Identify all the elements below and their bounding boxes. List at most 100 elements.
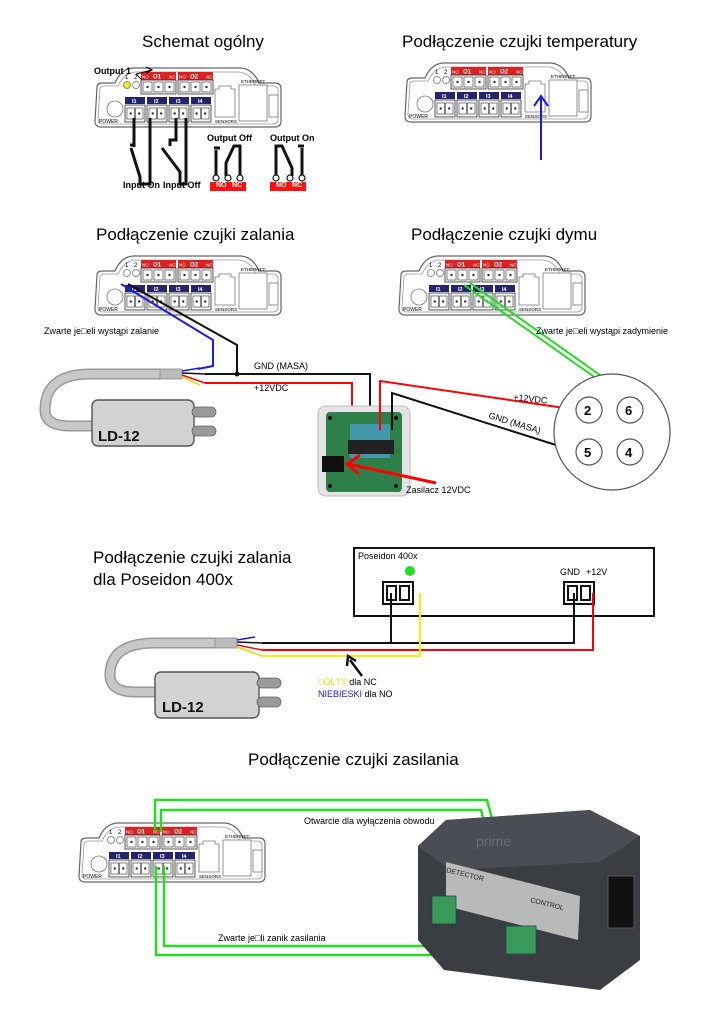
status-led bbox=[132, 269, 140, 277]
terminal-screw bbox=[173, 112, 176, 115]
output-nc-label: NC bbox=[479, 70, 486, 75]
relay-output-off bbox=[214, 144, 242, 176]
poseidon-device-label: Poseidon 400x bbox=[358, 551, 418, 561]
input-name: I2 bbox=[154, 287, 159, 293]
relay-output-on-nonc-bar bbox=[270, 182, 306, 191]
input-name: I2 bbox=[458, 287, 463, 293]
status-led bbox=[433, 76, 441, 84]
terminal-screw bbox=[433, 300, 436, 303]
output-nc-label: NC bbox=[206, 263, 213, 268]
output-name: O1 bbox=[137, 830, 146, 836]
output-name: O2 bbox=[190, 75, 199, 81]
output-on-label: Output On bbox=[270, 133, 315, 143]
led-label: 2 bbox=[118, 830, 122, 836]
terminal-screw bbox=[195, 112, 198, 115]
led-label: 2 bbox=[134, 263, 138, 269]
yellow-suffix: dla NC bbox=[346, 677, 377, 687]
sensors-label: SENSORS bbox=[199, 874, 221, 879]
power-button-icon bbox=[106, 288, 124, 306]
terminal-screw bbox=[144, 867, 147, 870]
input-name: I1 bbox=[436, 287, 441, 293]
output1-label: Output 1 bbox=[94, 66, 131, 76]
relay-on-nc-label: NC bbox=[292, 182, 303, 189]
input-header bbox=[429, 285, 449, 292]
input-header bbox=[495, 285, 515, 292]
flood-wires-to-device bbox=[120, 283, 238, 374]
sensors-label: SENSORS bbox=[215, 119, 237, 124]
input-header bbox=[457, 92, 477, 99]
terminal-screw bbox=[146, 85, 149, 89]
output-header bbox=[451, 67, 486, 75]
relay-output-off-nonc-bar bbox=[210, 182, 246, 191]
smoke-detector-connector bbox=[553, 373, 671, 491]
output-no-label: NO bbox=[142, 263, 149, 268]
terminal-screw bbox=[515, 80, 518, 84]
section-title-poseidon: Podłączenie czujki zalania dla Poseidon … bbox=[93, 547, 291, 591]
terminal-screw bbox=[439, 107, 442, 110]
terminal-screw bbox=[146, 273, 149, 277]
sensors-port bbox=[198, 840, 220, 873]
input-header bbox=[125, 97, 145, 104]
output-header bbox=[445, 260, 480, 268]
usb-port bbox=[252, 849, 263, 873]
input-header bbox=[175, 852, 195, 859]
ethernet-port bbox=[238, 84, 268, 122]
relay-output-off-terminals bbox=[212, 174, 244, 182]
input-header bbox=[501, 92, 521, 99]
section-title-smoke: Podłączenie czujki dymu bbox=[411, 225, 598, 244]
output-nc-label: NC bbox=[190, 830, 197, 835]
input-name: I1 bbox=[116, 854, 121, 860]
output-header bbox=[162, 827, 197, 835]
output-name: O1 bbox=[153, 263, 162, 269]
blue-suffix: dla NO bbox=[362, 689, 393, 699]
terminal-screw bbox=[130, 840, 133, 844]
input-name: I3 bbox=[176, 287, 181, 293]
panel-inner-outline bbox=[401, 259, 583, 313]
terminal-screw bbox=[183, 273, 186, 277]
relay-off-nc-label: NC bbox=[232, 182, 243, 189]
section-title-poseidon-line1: Podłączenie czujki zalania bbox=[93, 548, 292, 567]
poseidon-v12-label: +12V bbox=[586, 567, 608, 577]
terminal-screw bbox=[455, 300, 458, 303]
terminal-screw bbox=[151, 112, 154, 115]
output-header bbox=[488, 67, 523, 75]
input-header bbox=[153, 852, 173, 859]
output-nc-label: NC bbox=[169, 75, 176, 80]
input-name: I2 bbox=[154, 99, 159, 105]
input-name: I1 bbox=[442, 94, 447, 100]
input-header bbox=[191, 97, 211, 104]
input-name: I4 bbox=[198, 287, 204, 293]
status-led bbox=[116, 836, 124, 844]
flood-shorted-label: Zwarte je□eli wystąpi zalanie bbox=[44, 326, 159, 336]
terminal-screw bbox=[195, 300, 198, 303]
output-no-label: NO bbox=[446, 263, 453, 268]
smoke-pin-2: 2 bbox=[584, 403, 591, 418]
sensors-label: SENSORS bbox=[215, 307, 237, 312]
poseidon-gnd-label: GND bbox=[560, 567, 580, 577]
section-title-poseidon-line2: dla Poseidon 400x bbox=[93, 570, 233, 589]
terminal-screw bbox=[138, 112, 141, 115]
section-title-temperature: Podłączenie czujki temperatury bbox=[402, 32, 638, 51]
output-header bbox=[482, 260, 517, 268]
flood-v12-label: +12VDC bbox=[254, 383, 289, 393]
usb-port bbox=[268, 94, 279, 118]
terminal-screw bbox=[188, 867, 191, 870]
output-off-label: Output Off bbox=[207, 133, 252, 143]
terminal-screw bbox=[509, 273, 512, 277]
output-no-label: NO bbox=[483, 263, 490, 268]
led-label: 1 bbox=[435, 70, 439, 76]
flood-cable-strands bbox=[181, 367, 206, 386]
output-no-label: NO bbox=[179, 263, 186, 268]
power-label: POWER bbox=[403, 307, 422, 313]
input-name: I3 bbox=[486, 94, 491, 100]
terminal-screw bbox=[504, 80, 507, 84]
ld12-label-poseidon: LD-12 bbox=[162, 699, 204, 716]
sensors-label: SENSORS bbox=[525, 114, 547, 119]
led-label: 1 bbox=[125, 263, 129, 269]
output1-arrows bbox=[135, 66, 154, 81]
panel-inner-outline bbox=[97, 259, 279, 313]
